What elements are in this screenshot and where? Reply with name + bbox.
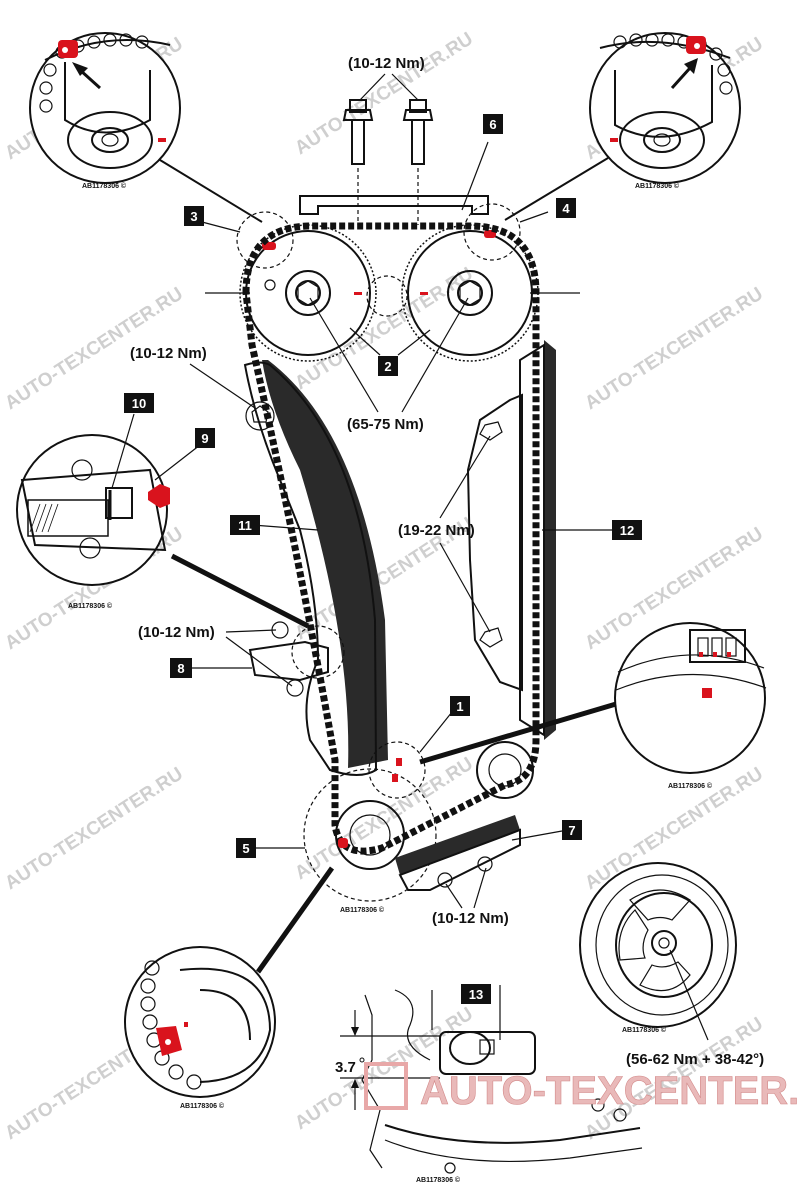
detail-marker-circle — [463, 203, 521, 261]
rail-bolt-head — [479, 421, 503, 441]
torque-label-guide-bolt: (10-12 Nm) — [130, 345, 207, 362]
leader-line — [349, 327, 381, 356]
torque-label-top-bolts: (10-12 Nm) — [348, 55, 425, 72]
callout-badge-3: 3 — [184, 206, 204, 226]
callout-number: 11 — [238, 518, 252, 533]
chain-tensioner — [248, 621, 345, 697]
crank-timing-mark — [396, 758, 402, 766]
callout-number: 8 — [177, 661, 184, 676]
leader-line — [225, 636, 293, 687]
leader-line — [445, 883, 463, 909]
copyright-ref: AB1178306 © — [635, 182, 680, 190]
leader-line — [201, 221, 241, 233]
tensioner-rail — [243, 360, 388, 776]
detail-marker-circle — [366, 275, 408, 317]
copyright-ref: AB1178306 © — [622, 1026, 667, 1034]
watermark: AUTO-TEXCENTER.RU — [291, 754, 477, 885]
crank-timing-mark — [392, 774, 398, 782]
leader-line — [225, 629, 277, 633]
watermark: AUTO-TEXCENTER.RU — [581, 284, 767, 415]
callout-badge-2: 2 — [378, 356, 398, 376]
callout-number: 13 — [469, 987, 483, 1002]
copyright-ref: AB1178306 © — [416, 1176, 461, 1184]
leader-line — [419, 701, 617, 765]
offset-detail: 3.7 AB1178306 © — [335, 985, 643, 1184]
callout-number: 6 — [489, 117, 496, 132]
callout-badge-11: 11 — [230, 515, 260, 535]
leader-line — [504, 157, 609, 221]
callout-badges: 1 2 3 4 5 6 7 8 — [124, 114, 642, 1004]
rail-bolt-head — [479, 627, 503, 648]
crank-pulley: AB1178306 © (56-62 Nm + 38-42°) — [579, 862, 764, 1068]
copyright-ref: AB1178306 © — [82, 182, 127, 190]
torque-label-crank-pulley: (56-62 Nm + 38-42°) — [626, 1051, 764, 1068]
leader-line — [251, 524, 319, 531]
callout-badge-1: 1 — [450, 696, 470, 716]
leader-line — [519, 211, 549, 223]
callout-number: 7 — [568, 823, 575, 838]
leader-line — [401, 297, 469, 413]
crankshaft-sprocket — [303, 768, 437, 902]
leader-line — [397, 329, 431, 356]
leader-line — [439, 435, 491, 519]
watermark: AUTO-TEXCENTER.RU — [291, 29, 477, 160]
detail-circle-crank-mark: AB1178306 © — [614, 622, 767, 790]
detail-circle-cam-right: AB1178306 © — [589, 32, 741, 190]
callout-badge-4: 4 — [556, 198, 576, 218]
callout-badge-8: 8 — [170, 658, 192, 678]
detail-marker-circle — [368, 741, 426, 799]
leader-line — [419, 711, 453, 753]
callout-number: 4 — [562, 201, 570, 216]
callout-number: 2 — [384, 359, 391, 374]
brand-watermark-text: AUTO-TEXCENTER.RU — [420, 1069, 800, 1113]
callout-badge-7: 7 — [562, 820, 582, 840]
top-bolts: (10-12 Nm) — [342, 55, 434, 225]
callout-badge-10: 10 — [124, 393, 154, 413]
detail-circle-tensioner: AB1178306 © — [16, 434, 170, 610]
copyright-ref: AB1178306 © — [180, 1102, 225, 1110]
leader-line — [309, 297, 379, 413]
leader-line — [170, 553, 310, 629]
callout-number: 10 — [132, 396, 146, 411]
upper-chain-guide — [299, 141, 489, 215]
offset-dimension: 3.7 — [335, 1059, 356, 1076]
callout-badge-12: 12 — [612, 520, 642, 540]
engine-cover-plate — [466, 393, 523, 692]
timing-chain — [242, 222, 540, 855]
callout-badge-9: 9 — [195, 428, 215, 448]
callout-number: 1 — [456, 699, 463, 714]
callout-number: 9 — [201, 431, 208, 446]
leader-line — [255, 866, 335, 974]
torque-label-rail-bolts: (19-22 Nm) — [398, 522, 475, 539]
leader-line — [159, 159, 263, 223]
leader-line — [189, 363, 256, 409]
leader-line — [473, 867, 487, 909]
detail-marker-circle — [236, 211, 294, 269]
detail-circle-cam-left: AB1178306 © — [29, 32, 181, 190]
idler-sprocket — [476, 741, 534, 799]
lower-chain-guide — [395, 815, 521, 891]
torque-label-tensioner: (10-12 Nm) — [138, 624, 215, 641]
copyright-ref: AB1178306 © — [68, 602, 113, 610]
callout-number: 12 — [620, 523, 634, 538]
brand-watermark: AUTO-TEXCENTER.RU — [364, 1062, 800, 1113]
callout-number: 5 — [242, 841, 249, 856]
copyright-ref: AB1178306 © — [668, 782, 713, 790]
watermark: AUTO-TEXCENTER.RU — [1, 764, 187, 895]
leader-line — [511, 830, 563, 841]
callout-badge-13: 13 — [461, 984, 491, 1004]
callout-number: 3 — [190, 209, 197, 224]
torque-label-camshaft: (65-75 Nm) — [347, 416, 424, 433]
copyright-ref: AB1178306 © — [340, 906, 385, 914]
fixed-chain-guide — [519, 340, 556, 740]
callout-badge-6: 6 — [483, 114, 503, 134]
leader-line — [439, 542, 491, 633]
callout-badge-5: 5 — [236, 838, 256, 858]
detail-circle-sprocket-mark: AB1178306 © — [124, 946, 276, 1110]
leader-line — [154, 444, 201, 481]
torque-label-lower-guide: (10-12 Nm) — [432, 910, 509, 927]
leader-line — [111, 413, 135, 489]
